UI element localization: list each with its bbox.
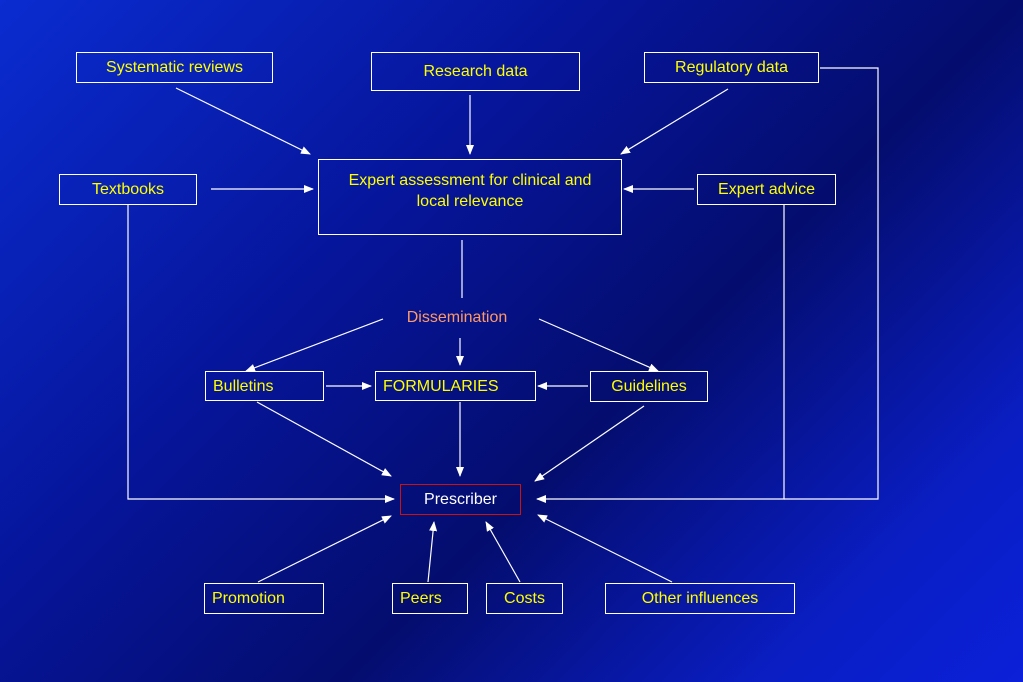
arrow-dissemination-to-bulletins (245, 318, 384, 372)
node-peers: Peers (392, 583, 468, 614)
node-label: Expert assessment for clinical and local… (348, 172, 592, 210)
node-label: Systematic reviews (106, 59, 243, 76)
arrow-textbooks-to-prescriber (127, 205, 395, 503)
arrow-bulletins-to-prescriber (256, 401, 392, 477)
node-guidelines: Guidelines (590, 371, 708, 402)
node-expert-advice: Expert advice (697, 174, 836, 205)
node-regulatory-data: Regulatory data (644, 52, 819, 83)
node-textbooks: Textbooks (59, 174, 197, 205)
arrow-costs-to-prescriber (485, 521, 521, 583)
node-label: Research data (423, 63, 528, 80)
arrow-promotion-to-prescriber (257, 515, 392, 583)
node-label: Costs (504, 590, 545, 607)
node-label: Bulletins (213, 377, 274, 395)
node-bulletins: Bulletins (205, 371, 324, 401)
line-regulatory-to-prescriber (784, 67, 879, 500)
node-label: Promotion (212, 590, 285, 607)
arrow-regulatory-to-expert (620, 88, 729, 155)
node-other-influences: Other influences (605, 583, 795, 614)
arrow-guidelines-to-prescriber (534, 405, 645, 482)
arrow-systematic-to-expert (175, 87, 311, 155)
node-label: Textbooks (91, 181, 165, 198)
node-promotion: Promotion (204, 583, 324, 614)
arrow-other-to-prescriber (537, 514, 673, 583)
node-research-data: Research data (371, 52, 580, 91)
node-label: Regulatory data (675, 59, 788, 76)
node-label: FORMULARIES (383, 377, 499, 395)
node-label: Expert advice (718, 181, 815, 198)
node-systematic-reviews: Systematic reviews (76, 52, 273, 83)
arrow-dissemination-to-guidelines (538, 318, 659, 372)
node-costs: Costs (486, 583, 563, 614)
node-label: Guidelines (611, 378, 687, 395)
node-label: Peers (400, 590, 442, 607)
arrow-peers-to-prescriber (427, 521, 438, 583)
arrow-expertadvice-to-prescriber (536, 205, 785, 503)
node-label: Prescriber (424, 491, 497, 508)
node-expert-assessment: Expert assessment for clinical and local… (318, 159, 622, 235)
node-prescriber: Prescriber (400, 484, 521, 515)
node-formularies: FORMULARIES (375, 371, 536, 401)
node-dissemination: Dissemination (406, 309, 508, 326)
node-label: Other influences (641, 590, 759, 607)
